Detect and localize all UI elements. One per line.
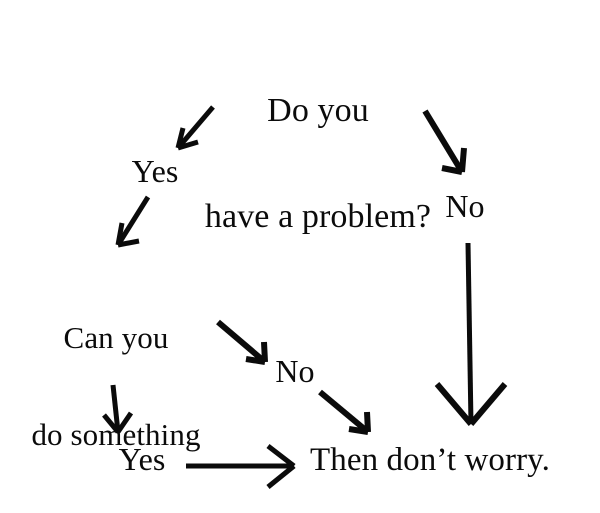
arrow-yes-to-canyou: [115, 195, 151, 248]
node-yes-branch-1: Yes: [131, 153, 179, 189]
node-yes-branch-2: Yes: [118, 441, 166, 477]
arrow-no2-to-result: [318, 389, 371, 435]
node-result-then-dont-worry: Then don’t worry.: [310, 442, 550, 478]
node-no-branch-2: No: [275, 353, 315, 389]
node-question-line-2: have a problem?: [204, 197, 432, 235]
node-can-you-line-2: do something: [31, 417, 201, 453]
node-can-you-do-something: Can you do something about it?: [0, 258, 232, 513]
node-question-line-1: Do you: [267, 91, 369, 129]
node-no-branch-1: No: [445, 188, 485, 224]
node-can-you-line-1: Can you: [63, 320, 169, 356]
node-question: Do you have a problem?: [168, 22, 468, 305]
